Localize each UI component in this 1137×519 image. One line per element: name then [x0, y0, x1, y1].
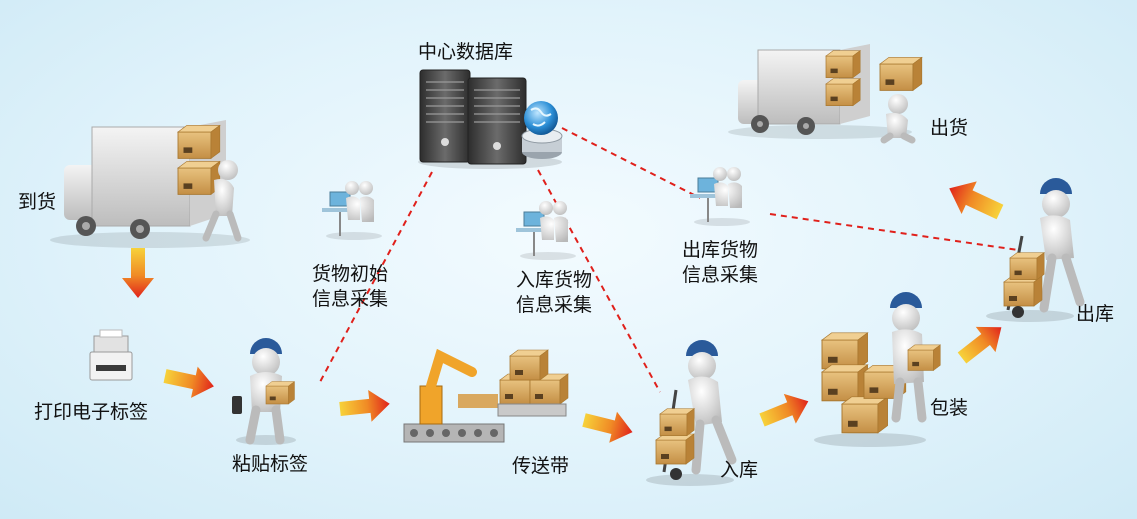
label-out-info-line2: 信息采集	[681, 264, 758, 286]
worker-packing-icon	[814, 292, 941, 447]
workstation-out-icon	[690, 167, 750, 226]
arrow-packing-to-out	[957, 326, 1002, 364]
label-out-info: 出库货物 信息采集	[670, 238, 770, 288]
data-link-lines	[319, 127, 1019, 393]
worker-labeling-icon	[232, 338, 296, 445]
workstation-in-icon	[516, 201, 576, 260]
label-in-info: 入库货物 信息采集	[504, 268, 604, 318]
arrow-arrival-to-print	[122, 248, 154, 298]
server-icon	[418, 69, 562, 169]
arrow-out-to-shipping	[949, 181, 1004, 220]
arrow-in-to-packing	[759, 393, 809, 427]
label-arrival: 到货	[18, 191, 57, 213]
label-initial-info-line1: 货物初始	[311, 263, 388, 285]
arrival-truck-icon	[50, 120, 250, 248]
worker-unloading-icon	[202, 160, 242, 242]
shipping-truck-icon	[728, 44, 912, 139]
database-globe-icon	[521, 101, 563, 159]
label-in-info-line1: 入库货物	[515, 269, 592, 291]
label-database: 中心数据库	[418, 41, 514, 63]
label-attach-label: 粘贴标签	[232, 453, 309, 475]
label-warehouse-out: 出库	[1076, 303, 1115, 325]
label-initial-info: 货物初始 信息采集	[300, 262, 400, 312]
arrow-print-to-attach	[163, 366, 214, 398]
label-warehouse-in: 入库	[720, 459, 759, 481]
worker-carrying-box-icon	[879, 56, 923, 144]
label-initial-info-line2: 信息采集	[311, 288, 388, 310]
printer-icon	[89, 329, 133, 381]
workstation-initial-icon	[322, 181, 382, 240]
robot-conveyor-icon	[403, 348, 569, 443]
label-out-info-line1: 出库货物	[681, 239, 758, 261]
label-in-info-line2: 信息采集	[515, 294, 592, 316]
label-packing: 包装	[930, 397, 969, 419]
worker-handtruck-in-icon	[646, 340, 737, 486]
label-print-label: 打印电子标签	[34, 401, 149, 423]
flow-arrows	[122, 181, 1004, 443]
label-shipping: 出货	[930, 117, 969, 139]
arrow-conveyor-to-in	[582, 411, 633, 443]
arrow-attach-to-conveyor	[339, 389, 390, 422]
worker-handtruck-out-icon	[986, 178, 1085, 322]
label-conveyor: 传送带	[512, 455, 570, 477]
